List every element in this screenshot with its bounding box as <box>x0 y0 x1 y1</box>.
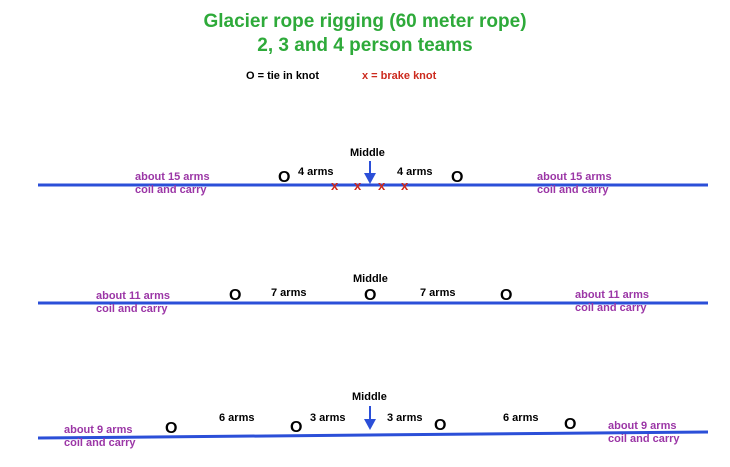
title-line-1: Glacier rope rigging (60 meter rope) <box>203 11 527 32</box>
middle-label-row1: Middle <box>350 147 385 159</box>
tie-in-knot-row2-right: O <box>500 287 513 304</box>
tie-in-knot-row3-1: O <box>165 420 178 437</box>
arms-label-row2-right: 7 arms <box>420 287 456 299</box>
tie-in-knot-row1-left: O <box>278 169 291 186</box>
arms-label-row3-1: 6 arms <box>219 412 255 424</box>
arms-label-row3-2: 3 arms <box>310 412 346 424</box>
brake-knot-2: x <box>354 178 362 193</box>
arms-label-row1-left: 4 arms <box>298 166 334 178</box>
legend-tie-in: O = tie in knot <box>246 70 320 82</box>
brake-knot-4: x <box>401 178 409 193</box>
brake-knot-1: x <box>331 178 339 193</box>
tie-in-knot-row3-3: O <box>434 417 447 434</box>
title-line-2: 2, 3 and 4 person teams <box>257 35 473 56</box>
brake-knot-3: x <box>378 178 386 193</box>
tie-in-knot-row3-4: O <box>564 416 577 433</box>
tie-in-knot-row3-2: O <box>290 419 303 436</box>
legend-brake: x = brake knot <box>362 70 437 82</box>
middle-label-row3: Middle <box>352 391 387 403</box>
middle-label-row2: Middle <box>353 273 388 285</box>
rope-line-row3 <box>37 430 709 440</box>
arms-label-row1-right: 4 arms <box>397 166 433 178</box>
arms-label-row2-left: 7 arms <box>271 287 307 299</box>
middle-arrow-row3 <box>364 406 376 430</box>
tie-in-knot-row2-left: O <box>229 287 242 304</box>
arms-label-row3-3: 3 arms <box>387 412 423 424</box>
tie-in-knot-row1-right: O <box>451 169 464 186</box>
arms-label-row3-4: 6 arms <box>503 412 539 424</box>
middle-arrow-row1 <box>364 161 376 184</box>
tie-in-knot-row2-middle: O <box>364 287 377 304</box>
